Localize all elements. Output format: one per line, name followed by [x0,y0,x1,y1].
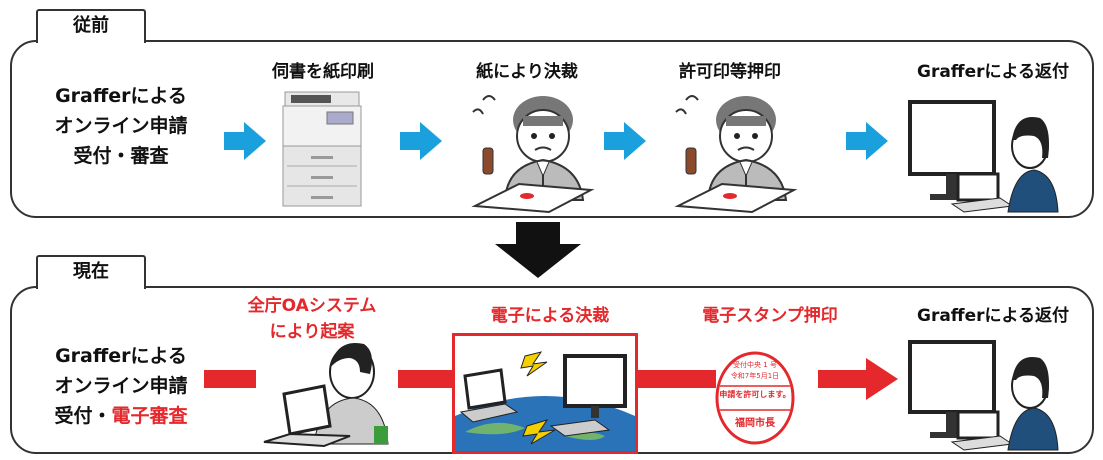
blue-arrow-2 [400,122,442,160]
stamp-line-3: 申請を許可します。 [719,390,791,399]
worker-stamping-illustration-1 [471,95,595,214]
step-oa-system-label: 全庁OAシステム により起案 [232,295,392,343]
after-intro-text: Grafferによる オンライン申請 受付・電子審査 [26,341,216,431]
red-connector-1 [204,370,256,388]
stamp-line-4: 福岡市長 [735,418,775,429]
before-tab: 従前 [36,9,146,43]
transition-down-arrow [495,222,581,278]
copier-illustration [282,91,362,207]
blue-arrow-3 [604,122,646,160]
before-intro-line-2: オンライン申請 [54,115,188,137]
step-print-label: 伺書を紙印刷 [272,62,374,82]
step-electronic-stamp-label: 電子スタンプ押印 [702,306,838,326]
before-intro-line-1: Grafferによる [55,85,187,107]
red-connector-2 [398,370,454,388]
globe-network-graphic [455,351,635,451]
person-at-computer-illustration-after [908,340,1059,451]
red-arrow-to-return [818,358,898,400]
step-electronic-approval-label: 電子による決裁 [490,306,610,326]
step-oa-system-line-1: 全庁OAシステム [247,296,377,316]
step-paper-approval-label: 紙により決裁 [476,62,578,82]
stamp-line-2: 令和7年5月1日 [730,372,780,380]
worker-stamping-illustration-2 [674,95,798,214]
before-intro-line-3: 受付・審査 [73,145,169,167]
electronic-stamp-seal [715,351,795,445]
step-seal-label: 許可印等押印 [679,62,781,82]
after-tab: 現在 [36,255,146,289]
after-intro-line-3: 受付・電子審査 [26,401,216,431]
person-at-laptop-illustration [263,343,389,448]
stamp-line-1: 受付中央 1 号 [733,361,777,369]
blue-arrow-1 [224,122,266,160]
after-intro-line-2: オンライン申請 [54,375,188,397]
step-oa-system-line-2: により起案 [269,322,355,342]
before-intro-text: Grafferによる オンライン申請 受付・審査 [26,81,216,171]
after-intro-line-1: Grafferによる [55,345,187,367]
red-connector-3 [638,370,716,388]
person-at-computer-illustration-before [908,100,1059,213]
blue-arrow-4 [846,122,888,160]
after-intro-line-3-highlight: 電子審査 [111,405,188,427]
electronic-approval-image [452,333,638,454]
after-intro-line-3-prefix: 受付・ [54,405,112,427]
step-return-label-before: Grafferによる返付 [917,62,1069,82]
step-return-label-after: Grafferによる返付 [917,306,1069,326]
